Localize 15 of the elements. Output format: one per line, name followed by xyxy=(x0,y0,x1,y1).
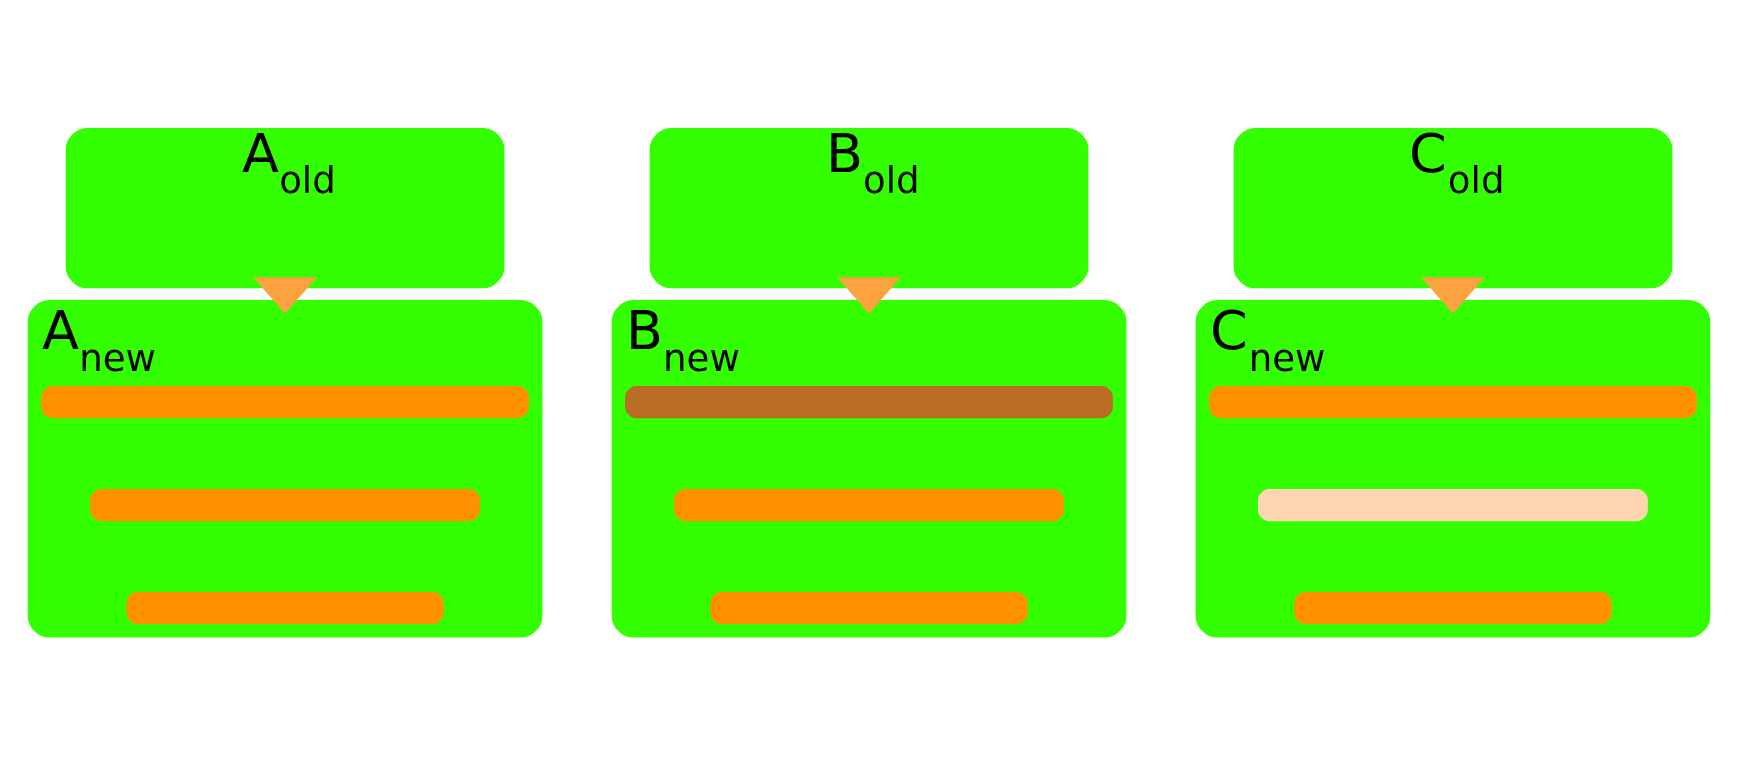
node-bar xyxy=(710,591,1028,624)
node-bar xyxy=(1258,488,1648,521)
cluster: A$_{new}$ xyxy=(27,299,543,638)
node-bar xyxy=(1209,385,1697,418)
cluster: B$_{new}$ xyxy=(611,299,1127,638)
node-bar xyxy=(90,488,480,521)
node-bar xyxy=(625,385,1113,418)
node-bar xyxy=(126,591,444,624)
node-bar xyxy=(41,385,529,418)
node-bar xyxy=(674,488,1064,521)
arrow xyxy=(1421,276,1485,314)
cluster: C$_{new}$ xyxy=(1195,299,1711,638)
node-bar xyxy=(1294,591,1612,624)
arrow xyxy=(837,276,901,314)
arrow xyxy=(253,276,317,314)
